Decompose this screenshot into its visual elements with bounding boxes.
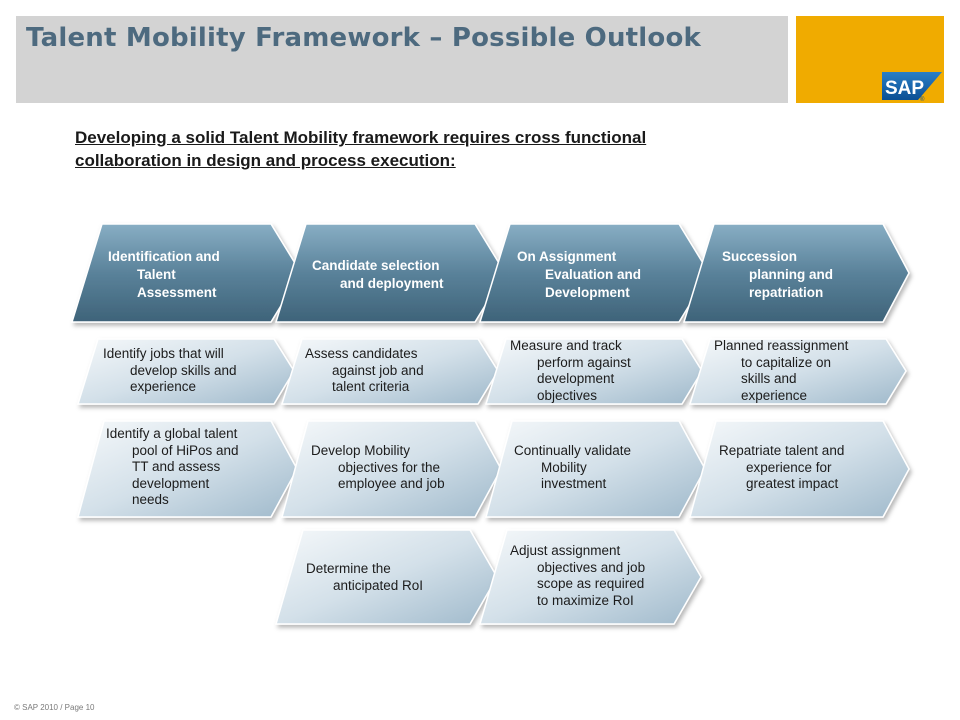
header-line: Identification and <box>108 249 220 264</box>
card-line: investment <box>541 476 607 491</box>
header-line: Candidate selection <box>312 258 440 273</box>
card-line: to capitalize on <box>741 354 832 370</box>
card-line: Adjust assignment <box>510 543 621 558</box>
activity-card-chevron <box>484 338 703 405</box>
subtitle-line: collaboration in design and process exec… <box>75 151 456 170</box>
activity-card-text: Repatriate talent and experience for gre… <box>719 443 894 493</box>
header-line: planning and <box>749 267 833 282</box>
stage-header-chevron <box>682 223 910 323</box>
card-line: Identify jobs that will <box>103 346 224 361</box>
activity-card-chevron <box>485 420 706 518</box>
activity-card-chevron <box>77 420 298 518</box>
activity-card-text: Adjust assignment objectives and job sco… <box>510 543 685 609</box>
footer-page-info: © SAP 2010 / Page 10 <box>14 703 95 712</box>
card-line: anticipated RoI <box>333 577 424 593</box>
activity-card-chevron <box>479 529 702 625</box>
card-line: development <box>537 371 615 386</box>
header-line: Development <box>545 285 630 300</box>
activity-card-chevron <box>688 338 907 405</box>
card-line: experience <box>741 387 808 403</box>
stage-header-chevron <box>274 223 506 323</box>
card-line: needs <box>132 492 169 507</box>
sap-logo-block: SAP ® <box>796 16 944 103</box>
stage-header-chevron <box>478 223 710 323</box>
card-line: development <box>132 475 210 491</box>
card-line: skills and <box>741 371 797 386</box>
activity-card-text: Continually validate Mobility investment <box>514 443 689 493</box>
card-line: Repatriate talent and <box>719 443 845 458</box>
activity-card-text: Planned reassignment to capitalize on sk… <box>714 338 894 404</box>
card-line: objectives and job <box>537 559 646 575</box>
card-line: objectives <box>537 387 598 403</box>
page-title: Talent Mobility Framework – Possible Out… <box>26 23 702 53</box>
card-line: against job and <box>332 362 424 378</box>
card-line: Determine the <box>306 561 391 576</box>
activity-card-text: Identify jobs that will develop skills a… <box>103 346 283 396</box>
stage-header-label: On Assignment Evaluation and Development <box>517 248 687 302</box>
stage-header-label: Identification and Talent Assessment <box>108 248 278 302</box>
stage-header-label: Candidate selection and deployment <box>312 257 482 293</box>
sap-logo: SAP ® <box>882 72 942 102</box>
activity-card-chevron <box>689 420 910 518</box>
activity-card-text: Assess candidates against job and talent… <box>305 346 485 396</box>
activity-card-text: Identify a global talent pool of HiPos a… <box>106 426 276 509</box>
activity-card-chevron <box>280 338 499 405</box>
stage-header-chevron <box>70 223 302 323</box>
card-line: Mobility <box>541 459 587 475</box>
card-line: objectives for the <box>338 459 441 475</box>
header-line: and deployment <box>340 276 444 291</box>
stage-header-label: Succession planning and repatriation <box>722 248 892 302</box>
activity-card-chevron <box>275 529 498 625</box>
activity-card-text: Measure and track perform against develo… <box>510 338 690 404</box>
card-line: Continually validate <box>514 443 632 458</box>
card-line: talent criteria <box>332 379 410 394</box>
card-line: experience for <box>746 459 832 475</box>
header-line: repatriation <box>749 285 824 300</box>
activity-card-chevron <box>281 420 502 518</box>
card-line: pool of HiPos and <box>132 442 239 458</box>
card-line: Develop Mobility <box>311 443 411 458</box>
card-line: Assess candidates <box>305 346 418 361</box>
subtitle: Developing a solid Talent Mobility frame… <box>75 126 805 172</box>
card-line: greatest impact <box>746 476 839 491</box>
title-bar: Talent Mobility Framework – Possible Out… <box>16 16 788 103</box>
header-line: Talent <box>137 267 176 282</box>
header-line: On Assignment <box>517 249 617 264</box>
card-line: perform against <box>537 354 631 370</box>
header-line: Evaluation and <box>545 267 642 282</box>
activity-card-text: Determine the anticipated RoI <box>306 561 476 594</box>
card-line: Measure and track <box>510 338 622 353</box>
subtitle-line: Developing a solid Talent Mobility frame… <box>75 128 647 147</box>
card-line: Planned reassignment <box>714 338 849 353</box>
card-line: experience <box>130 379 197 394</box>
card-line: employee and job <box>338 476 445 491</box>
header-line: Succession <box>722 249 798 264</box>
card-line: to maximize RoI <box>537 592 634 608</box>
logo-text: SAP <box>885 78 924 99</box>
header-line: Assessment <box>137 285 217 300</box>
card-line: Identify a global talent <box>106 426 238 441</box>
card-line: scope as required <box>537 576 645 591</box>
activity-card-chevron <box>76 338 295 405</box>
card-line: develop skills and <box>130 362 237 378</box>
activity-card-text: Develop Mobility objectives for the empl… <box>311 443 486 493</box>
svg-text:®: ® <box>920 96 925 102</box>
card-line: TT and assess <box>132 459 221 474</box>
